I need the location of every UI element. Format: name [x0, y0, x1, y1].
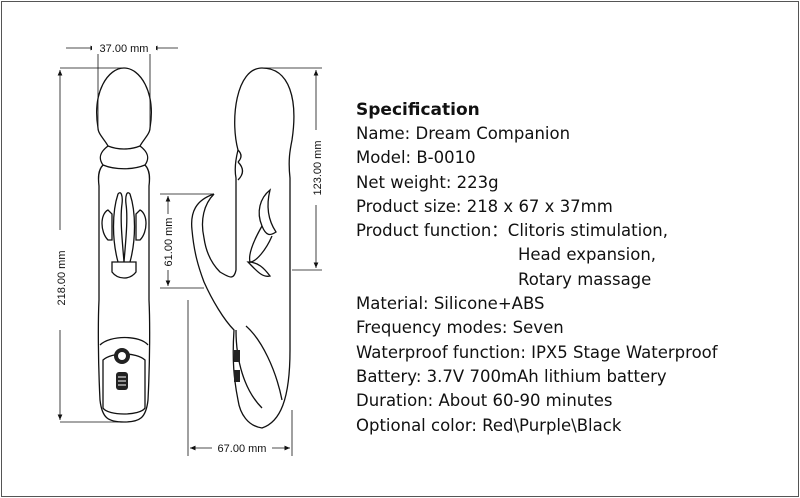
dim-base-label: 67.00 mm	[218, 443, 267, 455]
spec-duration: Duration: About 60-90 minutes	[356, 391, 613, 411]
spec-waterproof: Waterproof function: IPX5 Stage Waterpro…	[356, 342, 718, 362]
control-buttons	[114, 348, 130, 390]
spec-name: Name: Dream Companion	[356, 124, 571, 143]
spec-frequency: Frequency modes: Seven	[356, 318, 564, 338]
spec-model: Model: B-0010	[356, 148, 476, 168]
spec-material: Material: Silicone+ABS	[356, 294, 545, 314]
spec-color: Optional color: Red\Purple\Black	[356, 415, 622, 435]
dim-base: 67.00 mm	[187, 300, 293, 456]
spec-net-weight: Net weight: 223g	[356, 172, 499, 192]
spec-product-function: Product function：Clitoris stimulation,	[356, 221, 668, 241]
dim-depth: 61.00 mm	[160, 193, 214, 289]
side-view	[190, 67, 295, 429]
dim-depth-label: 61.00 mm	[163, 218, 175, 267]
spec-function-head: Head expansion,	[518, 245, 657, 265]
spec-title: Specification	[356, 100, 480, 120]
dim-shaft-label: 123.00 mm	[312, 140, 324, 195]
dim-length-label: 218.00 mm	[56, 250, 68, 305]
dim-length: 218.00 mm	[56, 67, 122, 423]
spec-product-size: Product size: 218 x 67 x 37mm	[356, 196, 613, 216]
spec-function-rotary: Rotary massage	[518, 269, 652, 289]
dim-shaft: 123.00 mm	[262, 67, 324, 271]
side-buttons	[234, 350, 240, 382]
spec-battery: Battery: 3.7V 700mAh lithium battery	[356, 366, 667, 386]
specification-panel: Specification Name: Dream Companion Mode…	[356, 98, 786, 438]
front-view	[96, 67, 152, 423]
dim-width: 37.00 mm	[66, 42, 178, 128]
dim-width-label: 37.00 mm	[100, 43, 149, 55]
